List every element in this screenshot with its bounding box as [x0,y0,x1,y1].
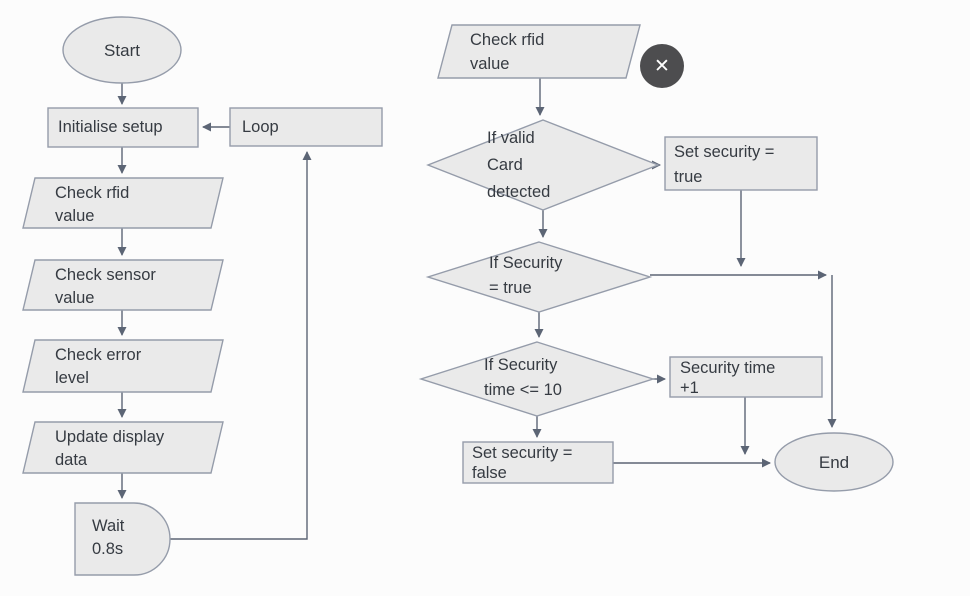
close-button[interactable]: ✕ [640,44,684,88]
if-valid-card-node-label: If valid Card detected [487,129,551,201]
security-time-inc-node-label: Security time +1 [680,359,776,397]
update-display-node-label: Update display data [55,428,165,469]
set-security-false-node-label: Set security = false [472,444,573,482]
if-security-true-node-shape [425,241,653,313]
check-error-node-label: Check error level [55,346,142,387]
loop-node-label: Loop [242,118,279,136]
check-rfid-node-label: Check rfid value [55,184,130,225]
end-node-label: End [818,452,850,472]
wait-node-label: Wait 0.8s [92,517,125,558]
set-security-true-node-shape [664,136,818,191]
initialise-node-shape [47,107,199,148]
if-security-time-node-shape [418,341,656,417]
set-security-true-node-label: Set security = true [674,143,775,186]
loop-node-shape [229,107,383,147]
security-time-inc-node-shape [669,356,823,398]
wait-delay-node-shape [74,502,171,576]
initialise-node-label: Initialise setup [58,118,163,136]
if-security-true-node-label: If Security = true [489,254,563,297]
check-sensor-node-label: Check sensor value [55,266,156,307]
update-display-node-shape [22,421,224,474]
check-rfid2-node-label: Check rfid value [470,31,545,73]
check-rfid2-node-shape [437,24,641,79]
start-node-label: Start [104,40,140,60]
if-valid-card-node-shape [426,119,660,211]
check-sensor-node-shape [22,259,224,311]
end-node-shape [774,432,894,492]
connector-wait-to-loop [170,151,312,540]
set-security-false-node-shape [462,441,614,484]
start-node-shape [62,16,182,84]
check-error-node-shape [22,339,224,393]
check-rfid-node-shape [22,177,224,229]
close-icon: ✕ [654,55,670,77]
if-security-time-node-label: If Security time <= 10 [484,356,562,399]
